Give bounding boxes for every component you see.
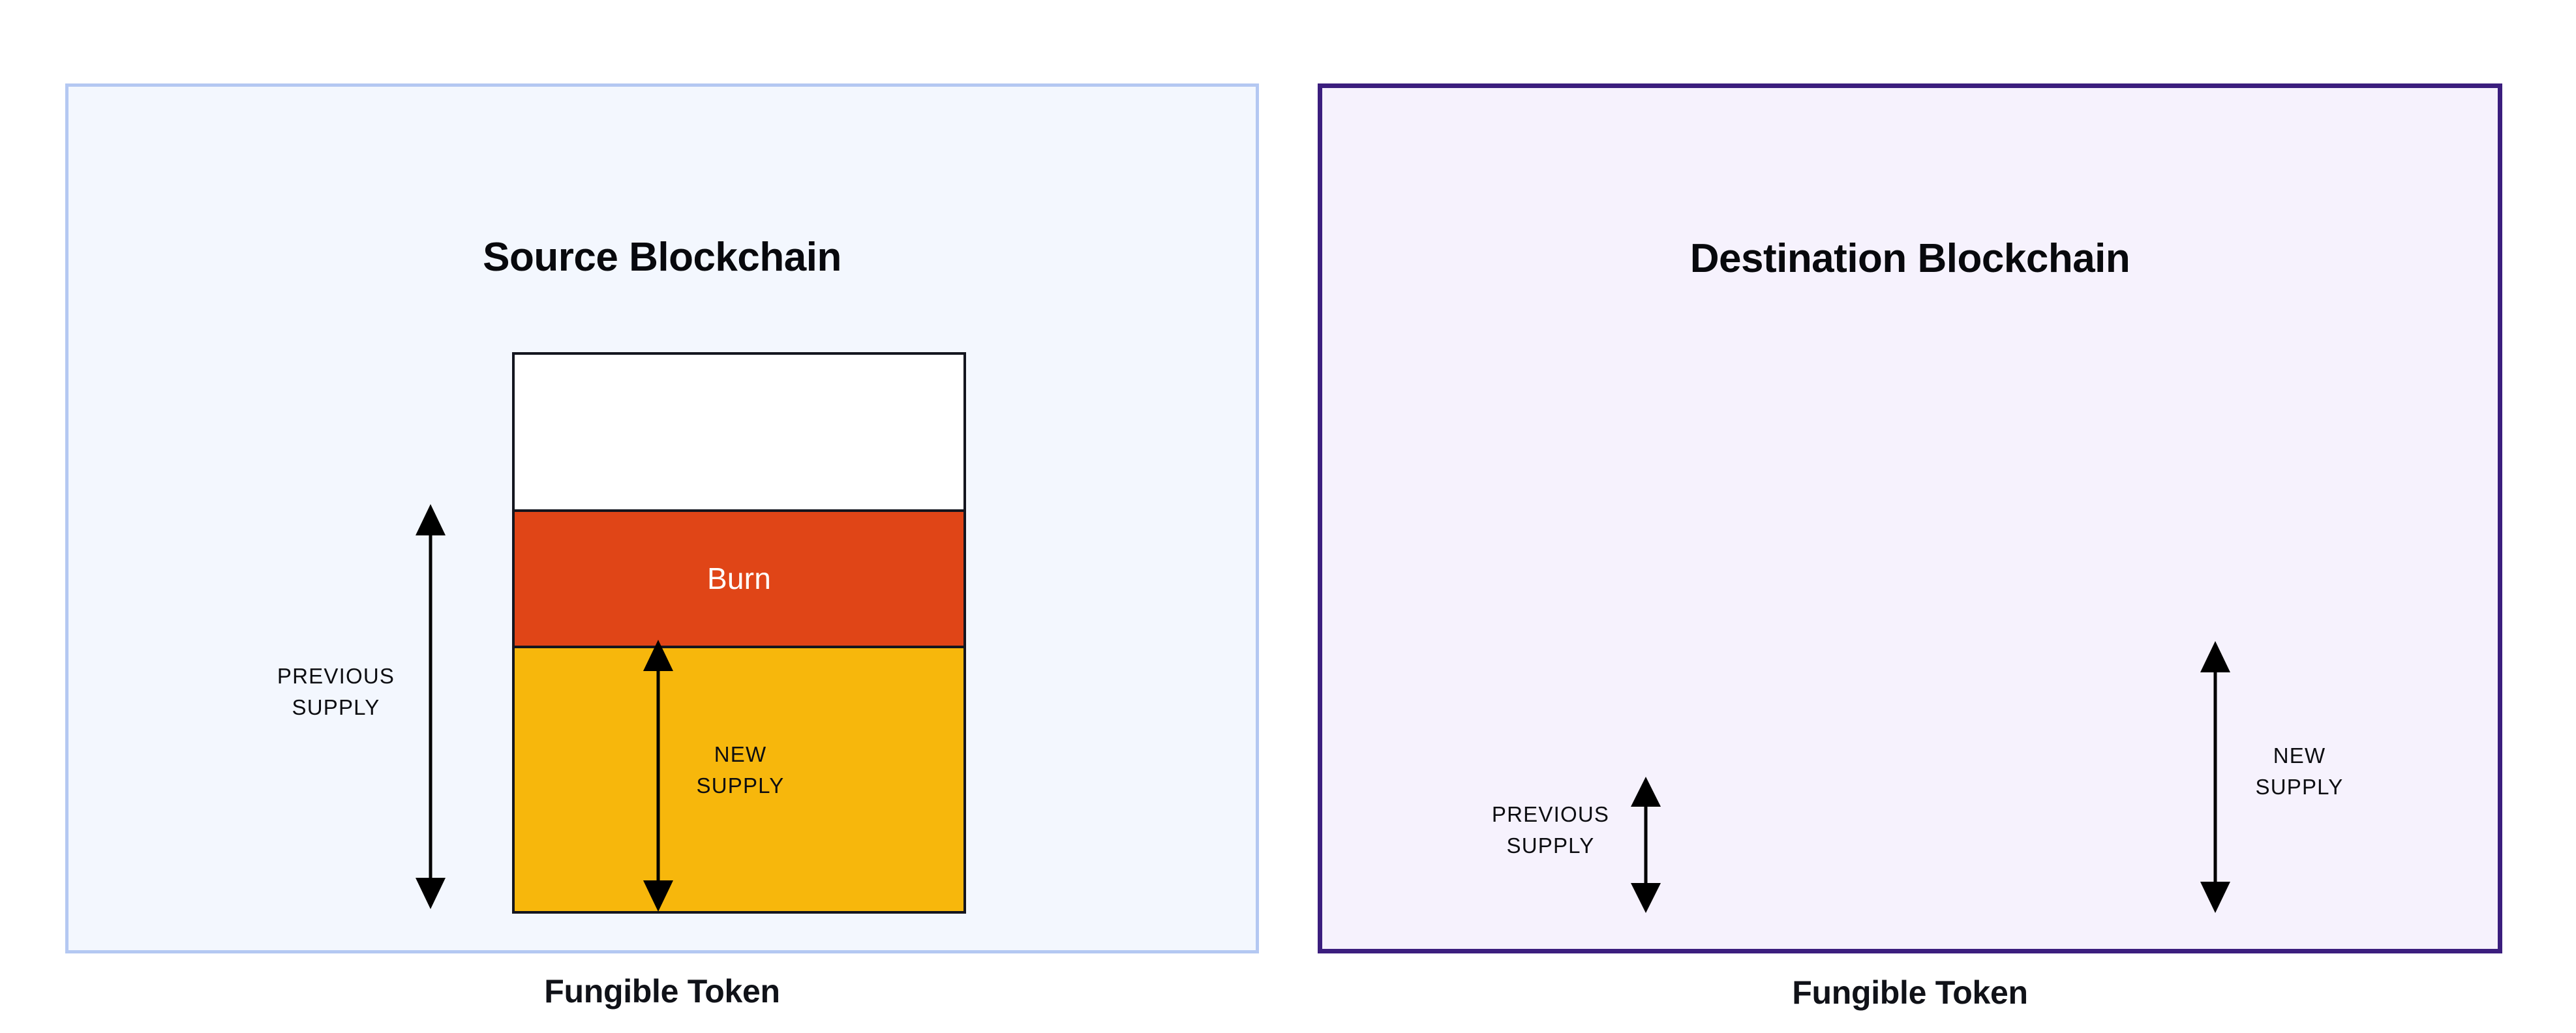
source-bar-segment-supply [515, 645, 963, 911]
source-previous-supply-label: PREVIOUS SUPPLY [277, 664, 395, 719]
destination-new-supply-arrow [2200, 641, 2231, 913]
destination-previous-supply-arrow [1630, 777, 1661, 913]
destination-panel-title: Destination Blockchain [1690, 236, 2130, 282]
source-blockchain-panel: Source Blockchain Burn PREVIOUS SUPPLY [65, 83, 1259, 1010]
source-previous-supply-arrow [415, 504, 446, 909]
source-new-supply-label: NEW SUPPLY [696, 742, 785, 798]
source-token-supply-bar: Burn [512, 352, 966, 914]
destination-blockchain-panel: Destination Blockchain Mint PREVIOUS SUP… [1318, 83, 2502, 1011]
source-panel-title: Source Blockchain [483, 235, 841, 280]
source-bar-segment-burn: Burn [515, 509, 963, 646]
source-panel-caption: Fungible Token [544, 973, 780, 1010]
destination-previous-supply-label: PREVIOUS SUPPLY [1491, 802, 1610, 858]
destination-panel-caption: Fungible Token [1792, 974, 2028, 1011]
source-bar-segment-empty [515, 355, 963, 509]
source-new-supply-arrow [643, 640, 674, 912]
burn-label: Burn [707, 561, 771, 596]
destination-new-supply-label: NEW SUPPLY [2255, 743, 2344, 799]
